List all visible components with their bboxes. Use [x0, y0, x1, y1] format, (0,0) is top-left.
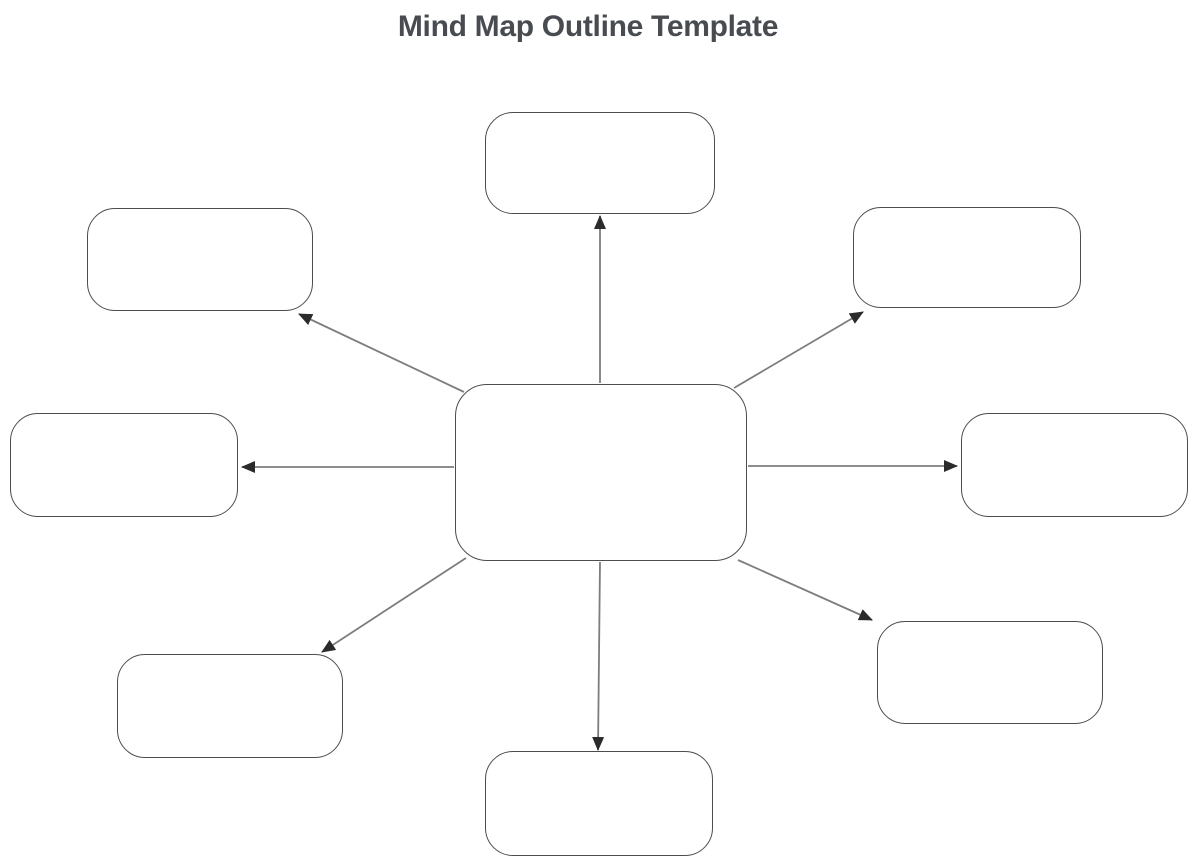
node-branch-left[interactable]	[10, 413, 238, 517]
node-branch-bottom-left[interactable]	[117, 654, 343, 758]
page-title: Mind Map Outline Template	[397, 10, 779, 43]
node-branch-top[interactable]	[485, 112, 715, 214]
node-branch-bottom[interactable]	[485, 751, 713, 856]
node-branch-bottom-right[interactable]	[877, 621, 1103, 724]
node-branch-right[interactable]	[961, 413, 1188, 517]
node-branch-top-left[interactable]	[87, 208, 313, 311]
node-central-topic[interactable]	[455, 384, 747, 561]
connector-center-to-top-right	[733, 311, 864, 389]
connector-center-to-top-left	[298, 313, 465, 393]
connector-center-to-bottom-right	[737, 559, 873, 621]
node-branch-top-right[interactable]	[853, 207, 1081, 308]
connector-center-to-bottom	[592, 561, 605, 751]
connector-center-to-bottom-left	[321, 557, 467, 653]
